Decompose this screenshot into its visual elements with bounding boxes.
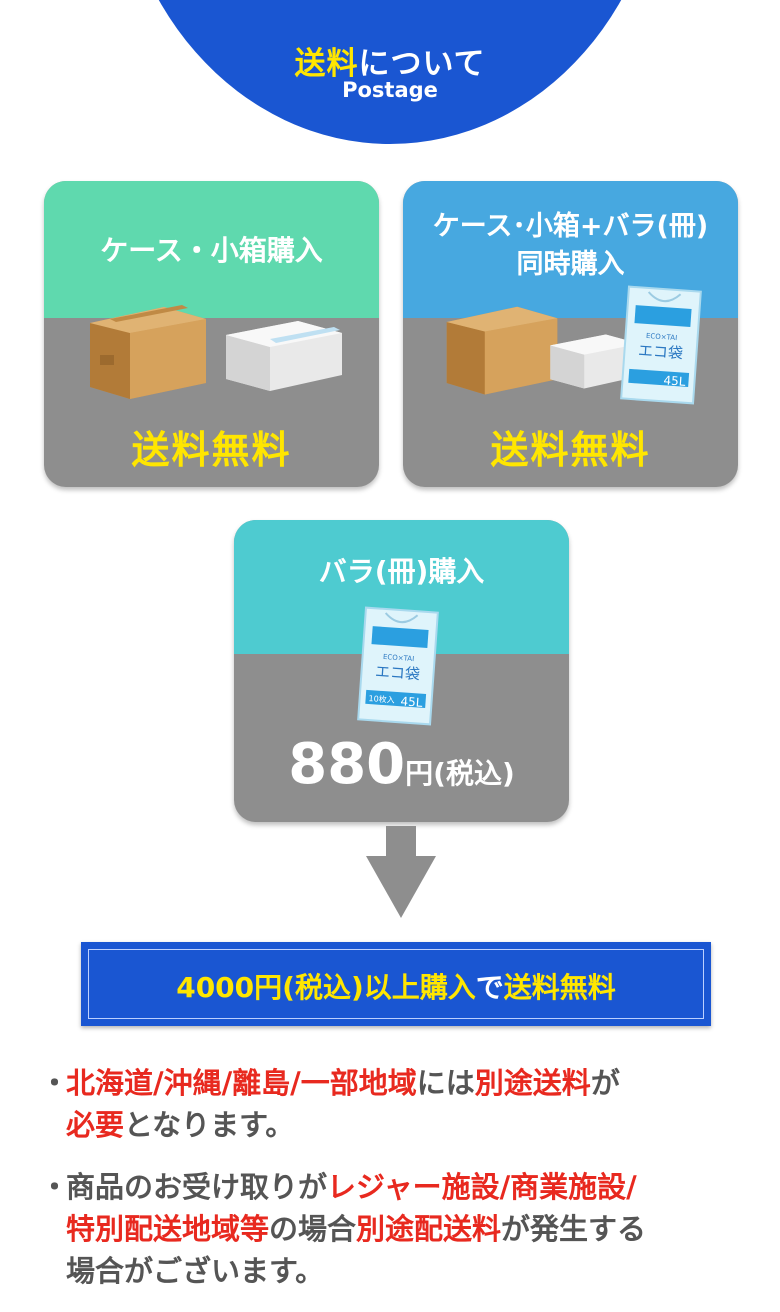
- card-single-price: 880円(税込): [234, 732, 569, 797]
- note1-regions: 北海道/沖縄/離島/一部地域: [66, 1066, 417, 1100]
- note2-text: 商品のお受け取りが: [66, 1170, 328, 1204]
- card-case-label: ケース・小箱購入: [100, 234, 323, 267]
- card-combo-label-line2: 同時購入: [516, 249, 625, 280]
- note2-text: が発生する: [501, 1212, 647, 1246]
- banner-text: 4000円(税込)以上購入で送料無料: [81, 966, 711, 1006]
- banner-amount: 4000円(税込)以上購入: [176, 971, 476, 1004]
- cardboard-box-icon: [446, 306, 640, 395]
- page-subtitle: Postage: [342, 78, 438, 102]
- note2-special-areas: 特別配送地域等: [66, 1212, 270, 1246]
- down-arrow-icon: [366, 826, 436, 918]
- note-remote-areas: ・ 北海道/沖縄/離島/一部地域には別途送料が必要となります。: [40, 1062, 740, 1146]
- card-case-purchase: ケース・小箱購入 送料無料: [44, 181, 379, 487]
- note2-facilities: レジャー施設/商業施設/: [327, 1170, 637, 1204]
- cardboard-box-icon: [90, 305, 342, 399]
- bag-count: 10枚入: [368, 693, 395, 705]
- price-unit: 円(税込): [405, 757, 515, 790]
- note2-text: 場合がございます。: [66, 1254, 325, 1288]
- card-single-label: バラ(冊)購入: [318, 555, 485, 588]
- note1-required: 必要: [66, 1108, 125, 1142]
- svg-text:エコ袋: エコ袋: [637, 341, 683, 362]
- note1-text: には: [416, 1066, 475, 1100]
- banner-particle: で: [475, 971, 504, 1004]
- svg-text:45L: 45L: [663, 373, 686, 389]
- bag-name: エコ袋: [374, 662, 420, 683]
- note-special-delivery: ・ 商品のお受け取りがレジャー施設/商業施設/特別配送地域等の場合別途配送料が発…: [40, 1166, 740, 1292]
- eco-bag-package-icon: ECO×TAI エコ袋 45L: [620, 285, 702, 405]
- eco-bag-package-icon: ECO×TAI エコ袋 10枚入 45L: [357, 606, 439, 726]
- price-value: 880: [288, 732, 406, 797]
- note2-text: の場合: [269, 1212, 357, 1246]
- note-bullet: ・: [40, 1066, 70, 1100]
- title-highlight: 送料: [294, 46, 359, 82]
- note2-extra-fee: 別途配送料: [356, 1212, 502, 1246]
- card-combo-label-line1: ケース･小箱+バラ(冊): [432, 211, 709, 242]
- card-combo-purchase: ケース･小箱+バラ(冊) 同時購入 ECO×TAI エコ袋 45L 送料無料: [403, 181, 738, 487]
- card-case-result: 送料無料: [131, 428, 292, 472]
- svg-text:ECO×TAI: ECO×TAI: [646, 332, 678, 342]
- card-combo-result: 送料無料: [490, 428, 651, 472]
- free-shipping-banner: 4000円(税込)以上購入で送料無料: [81, 942, 711, 1026]
- note1-extra-fee: 別途送料: [474, 1066, 591, 1100]
- note1-text: となります。: [124, 1108, 295, 1142]
- bag-size: 45L: [400, 694, 423, 710]
- title-rest: について: [358, 46, 486, 82]
- bag-brand: ECO×TAI: [383, 653, 415, 663]
- card-single-purchase: バラ(冊)購入 ECO×TAI エコ袋 10枚入 45L 880円(税込): [234, 520, 569, 822]
- banner-result: 送料無料: [503, 971, 616, 1004]
- note1-text: が: [590, 1066, 620, 1100]
- page-title: 送料について: [0, 38, 780, 83]
- note-bullet: ・: [40, 1170, 70, 1204]
